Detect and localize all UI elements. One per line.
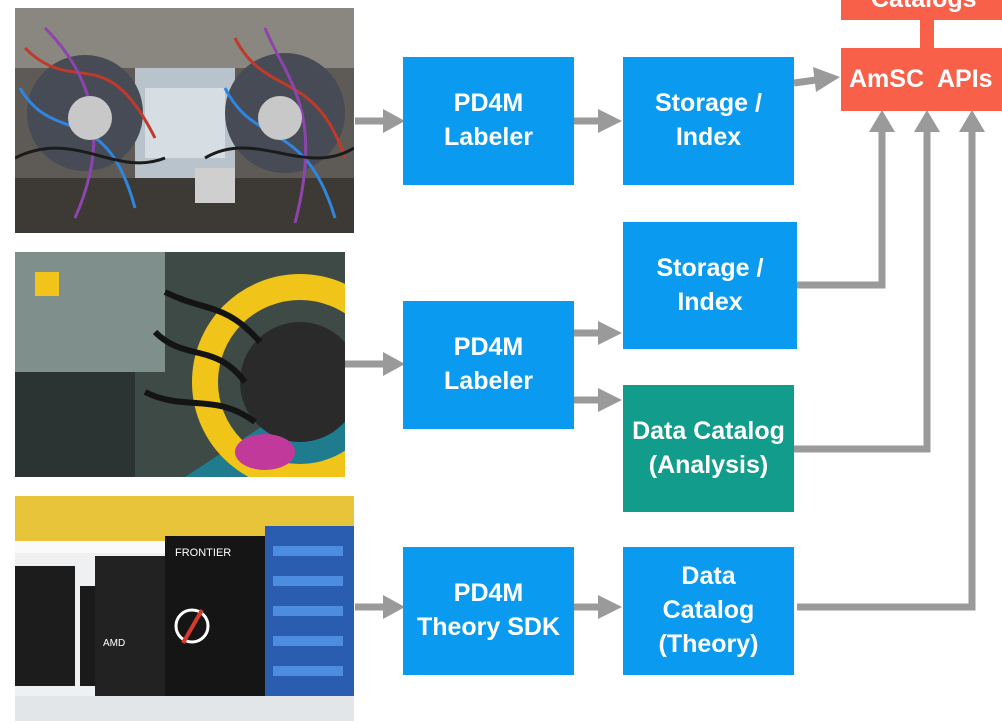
supercomputer-photo: FRONTIER AMD bbox=[15, 496, 354, 721]
storage-index-box-1: Storage / Index bbox=[623, 57, 794, 185]
svg-text:AMD: AMD bbox=[103, 638, 125, 649]
catalogs-link bbox=[920, 18, 934, 50]
data-catalog-theory-box: Data Catalog (Theory) bbox=[623, 547, 794, 675]
pd4m-labeler-box-2: PD4M Labeler bbox=[403, 301, 574, 429]
catalogs-box: Catalogs bbox=[841, 0, 1002, 20]
storage-index-box-2: Storage / Index bbox=[623, 222, 797, 349]
svg-text:FRONTIER: FRONTIER bbox=[175, 547, 231, 559]
data-catalog-analysis-box: Data Catalog (Analysis) bbox=[623, 385, 794, 512]
pd4m-theory-sdk-box: PD4M Theory SDK bbox=[403, 547, 574, 675]
arrow-heads bbox=[383, 67, 985, 619]
amsc-apis-box: AmSC APIs bbox=[841, 48, 1002, 111]
arrow-lines bbox=[345, 76, 976, 611]
detector-photo-top bbox=[15, 8, 354, 233]
pd4m-labeler-box-1: PD4M Labeler bbox=[403, 57, 574, 185]
detector-photo-middle bbox=[15, 252, 345, 477]
